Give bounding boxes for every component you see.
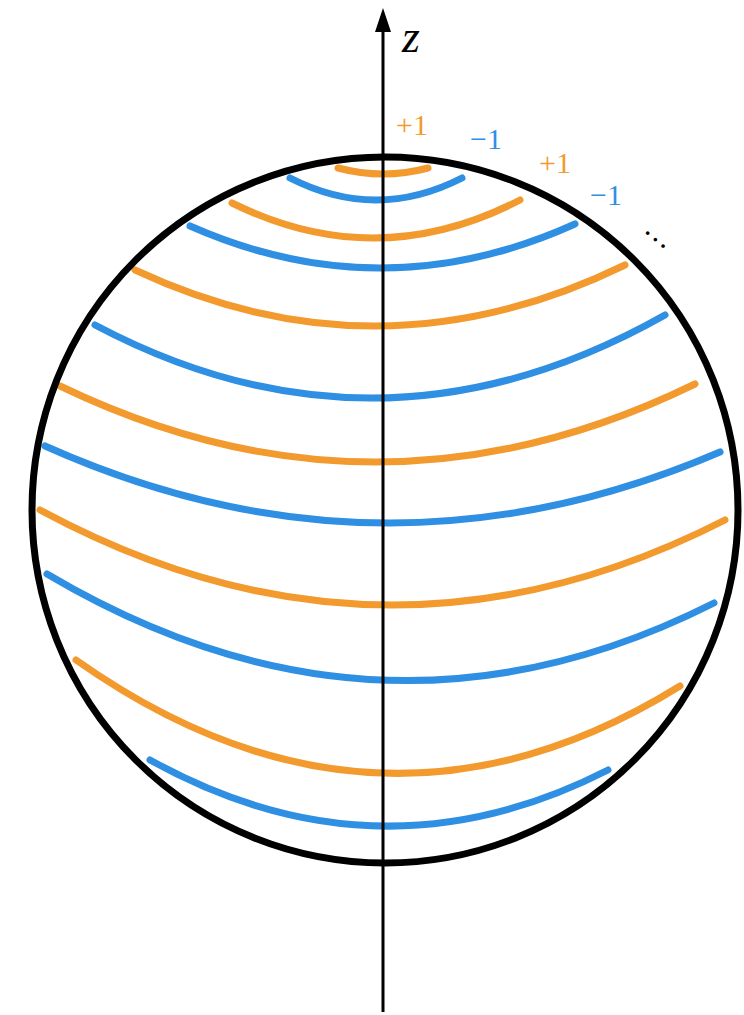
charge-label: +1 [396, 110, 428, 140]
latitude-arc [76, 660, 680, 773]
latitude-arc [232, 200, 520, 238]
latitude-arc [95, 315, 665, 398]
sphere-outline [32, 157, 738, 863]
charge-label: −1 [470, 124, 502, 154]
charge-label: −1 [590, 180, 622, 210]
latitude-arc [150, 760, 608, 826]
latitude-arc [60, 384, 695, 462]
latitude-arc [135, 265, 625, 326]
axis-arrowhead [375, 8, 391, 32]
latitude-arc [47, 574, 714, 681]
charge-label: +1 [539, 148, 571, 178]
latitude-arc [290, 178, 462, 200]
axis-label: z [402, 14, 420, 60]
ellipsis: … [640, 212, 682, 254]
